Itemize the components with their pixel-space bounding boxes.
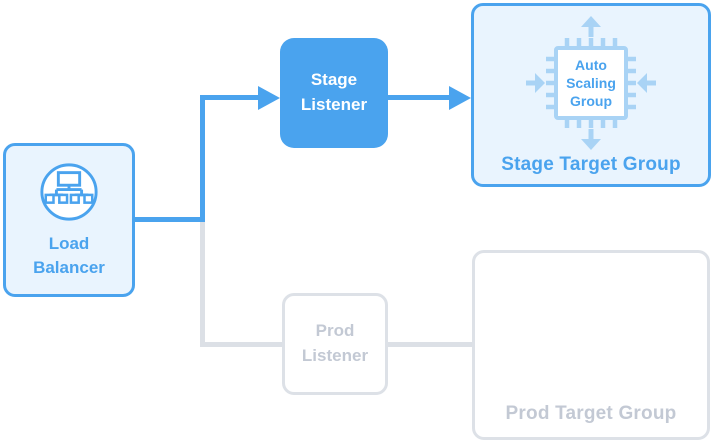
node-prod-target-group: Prod Target Group bbox=[472, 250, 710, 440]
prod-target-group-label: Prod Target Group bbox=[505, 403, 677, 424]
connector-stage-listener-to-target bbox=[386, 95, 450, 100]
auto-scaling-group-icon: Auto Scaling Group bbox=[526, 16, 656, 151]
node-prod-listener: Prod Listener bbox=[282, 293, 388, 395]
stage-target-group-label: Stage Target Group bbox=[501, 154, 681, 175]
connector-branch-up-stage bbox=[200, 95, 205, 222]
stage-listener-label: Stage Listener bbox=[300, 70, 368, 114]
node-load-balancer: Load Balancer bbox=[3, 143, 135, 297]
cpu-chip-icon bbox=[526, 16, 656, 150]
prod-listener-label: Prod Listener bbox=[301, 321, 369, 365]
node-stage-listener: Stage Listener bbox=[280, 38, 388, 148]
load-balancer-label: Load Balancer bbox=[33, 233, 105, 277]
node-stage-target-group: Auto Scaling Group Stage Target Group bbox=[471, 3, 711, 187]
connector-lb-to-branch bbox=[133, 217, 205, 222]
arrow-head-stage-target-icon bbox=[449, 86, 471, 110]
auto-scaling-group-label: Auto Scaling Group bbox=[566, 56, 616, 110]
connector-prod-listener-to-target bbox=[386, 342, 474, 347]
arrow-head-stage-listener-icon bbox=[258, 86, 280, 110]
connector-to-prod-listener bbox=[200, 342, 284, 347]
connector-branch-down-prod bbox=[200, 222, 205, 347]
connector-to-stage-listener bbox=[200, 95, 260, 100]
load-balancer-icon bbox=[40, 163, 98, 221]
